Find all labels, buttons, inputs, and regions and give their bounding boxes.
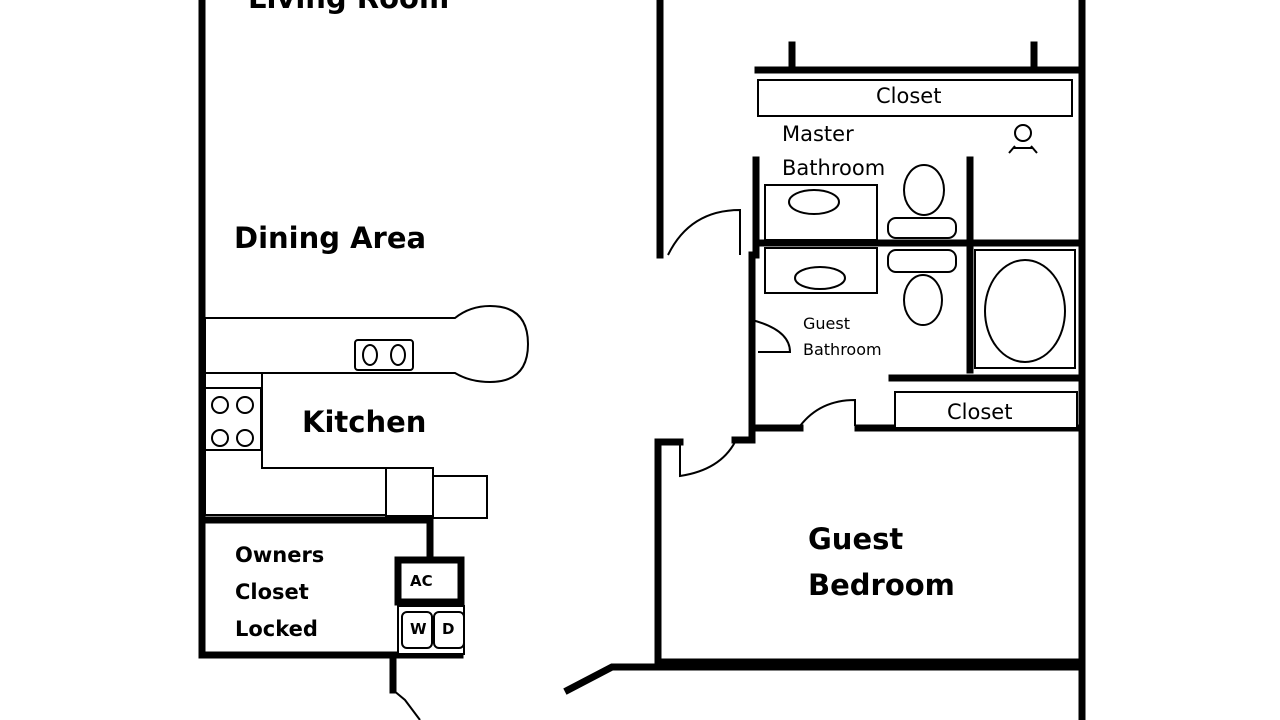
master-closet-shelf — [757, 79, 1073, 117]
owners-closet-label-line3: Locked — [235, 617, 318, 641]
master-closet-label: Closet — [876, 84, 942, 108]
stove-burner — [211, 396, 229, 414]
guest-bathroom-label-line2: Bathroom — [803, 340, 882, 359]
kitchen-counter-peninsula — [204, 304, 530, 516]
guest-bedroom-label-line1: Guest — [808, 522, 904, 556]
dryer — [433, 611, 465, 649]
stove-burner — [211, 429, 229, 447]
master-sink — [788, 189, 840, 215]
bathtub-basin — [984, 259, 1066, 363]
light-icon — [1008, 124, 1038, 154]
washer — [401, 611, 433, 649]
owners-closet-label-line2: Closet — [235, 580, 309, 604]
stove-burner — [236, 396, 254, 414]
counter-end — [432, 475, 488, 519]
ac-closet-box — [394, 556, 465, 606]
master-toilet-tank — [887, 217, 957, 239]
master-bathroom-label-line2: Bathroom — [782, 156, 886, 180]
entry-door-curve — [392, 689, 421, 720]
washer-label: W — [410, 620, 427, 638]
dryer-label: D — [442, 620, 455, 638]
owners-closet-label-line1: Owners — [235, 543, 325, 567]
kitchen-sink-basin-right — [390, 344, 406, 366]
guest-bath-door-swing — [751, 319, 792, 353]
guest-toilet-tank — [887, 249, 957, 273]
refrigerator — [385, 467, 434, 517]
living-room-label: Living Room — [248, 0, 449, 13]
guest-bath-door-2-swing — [799, 398, 856, 427]
entry-south-wall — [563, 663, 1082, 695]
guest-bedroom-label-line2: Bedroom — [808, 568, 955, 602]
master-bathroom-label-line1: Master — [782, 122, 854, 146]
stove-burner — [236, 429, 254, 447]
master-toilet-bowl — [903, 164, 945, 216]
guest-bedroom-door-swing — [679, 441, 736, 478]
master-door-swing — [667, 208, 741, 256]
guest-toilet-bowl — [903, 274, 943, 326]
dining-area-label: Dining Area — [234, 221, 427, 255]
guest-sink — [794, 266, 846, 290]
kitchen-sink-basin-left — [362, 344, 378, 366]
ac-label: AC — [410, 572, 433, 590]
kitchen-label: Kitchen — [302, 405, 427, 439]
guest-closet-shelf — [894, 391, 1078, 429]
guest-bathroom-label-line1: Guest — [803, 314, 850, 333]
guest-closet-label: Closet — [947, 400, 1013, 424]
